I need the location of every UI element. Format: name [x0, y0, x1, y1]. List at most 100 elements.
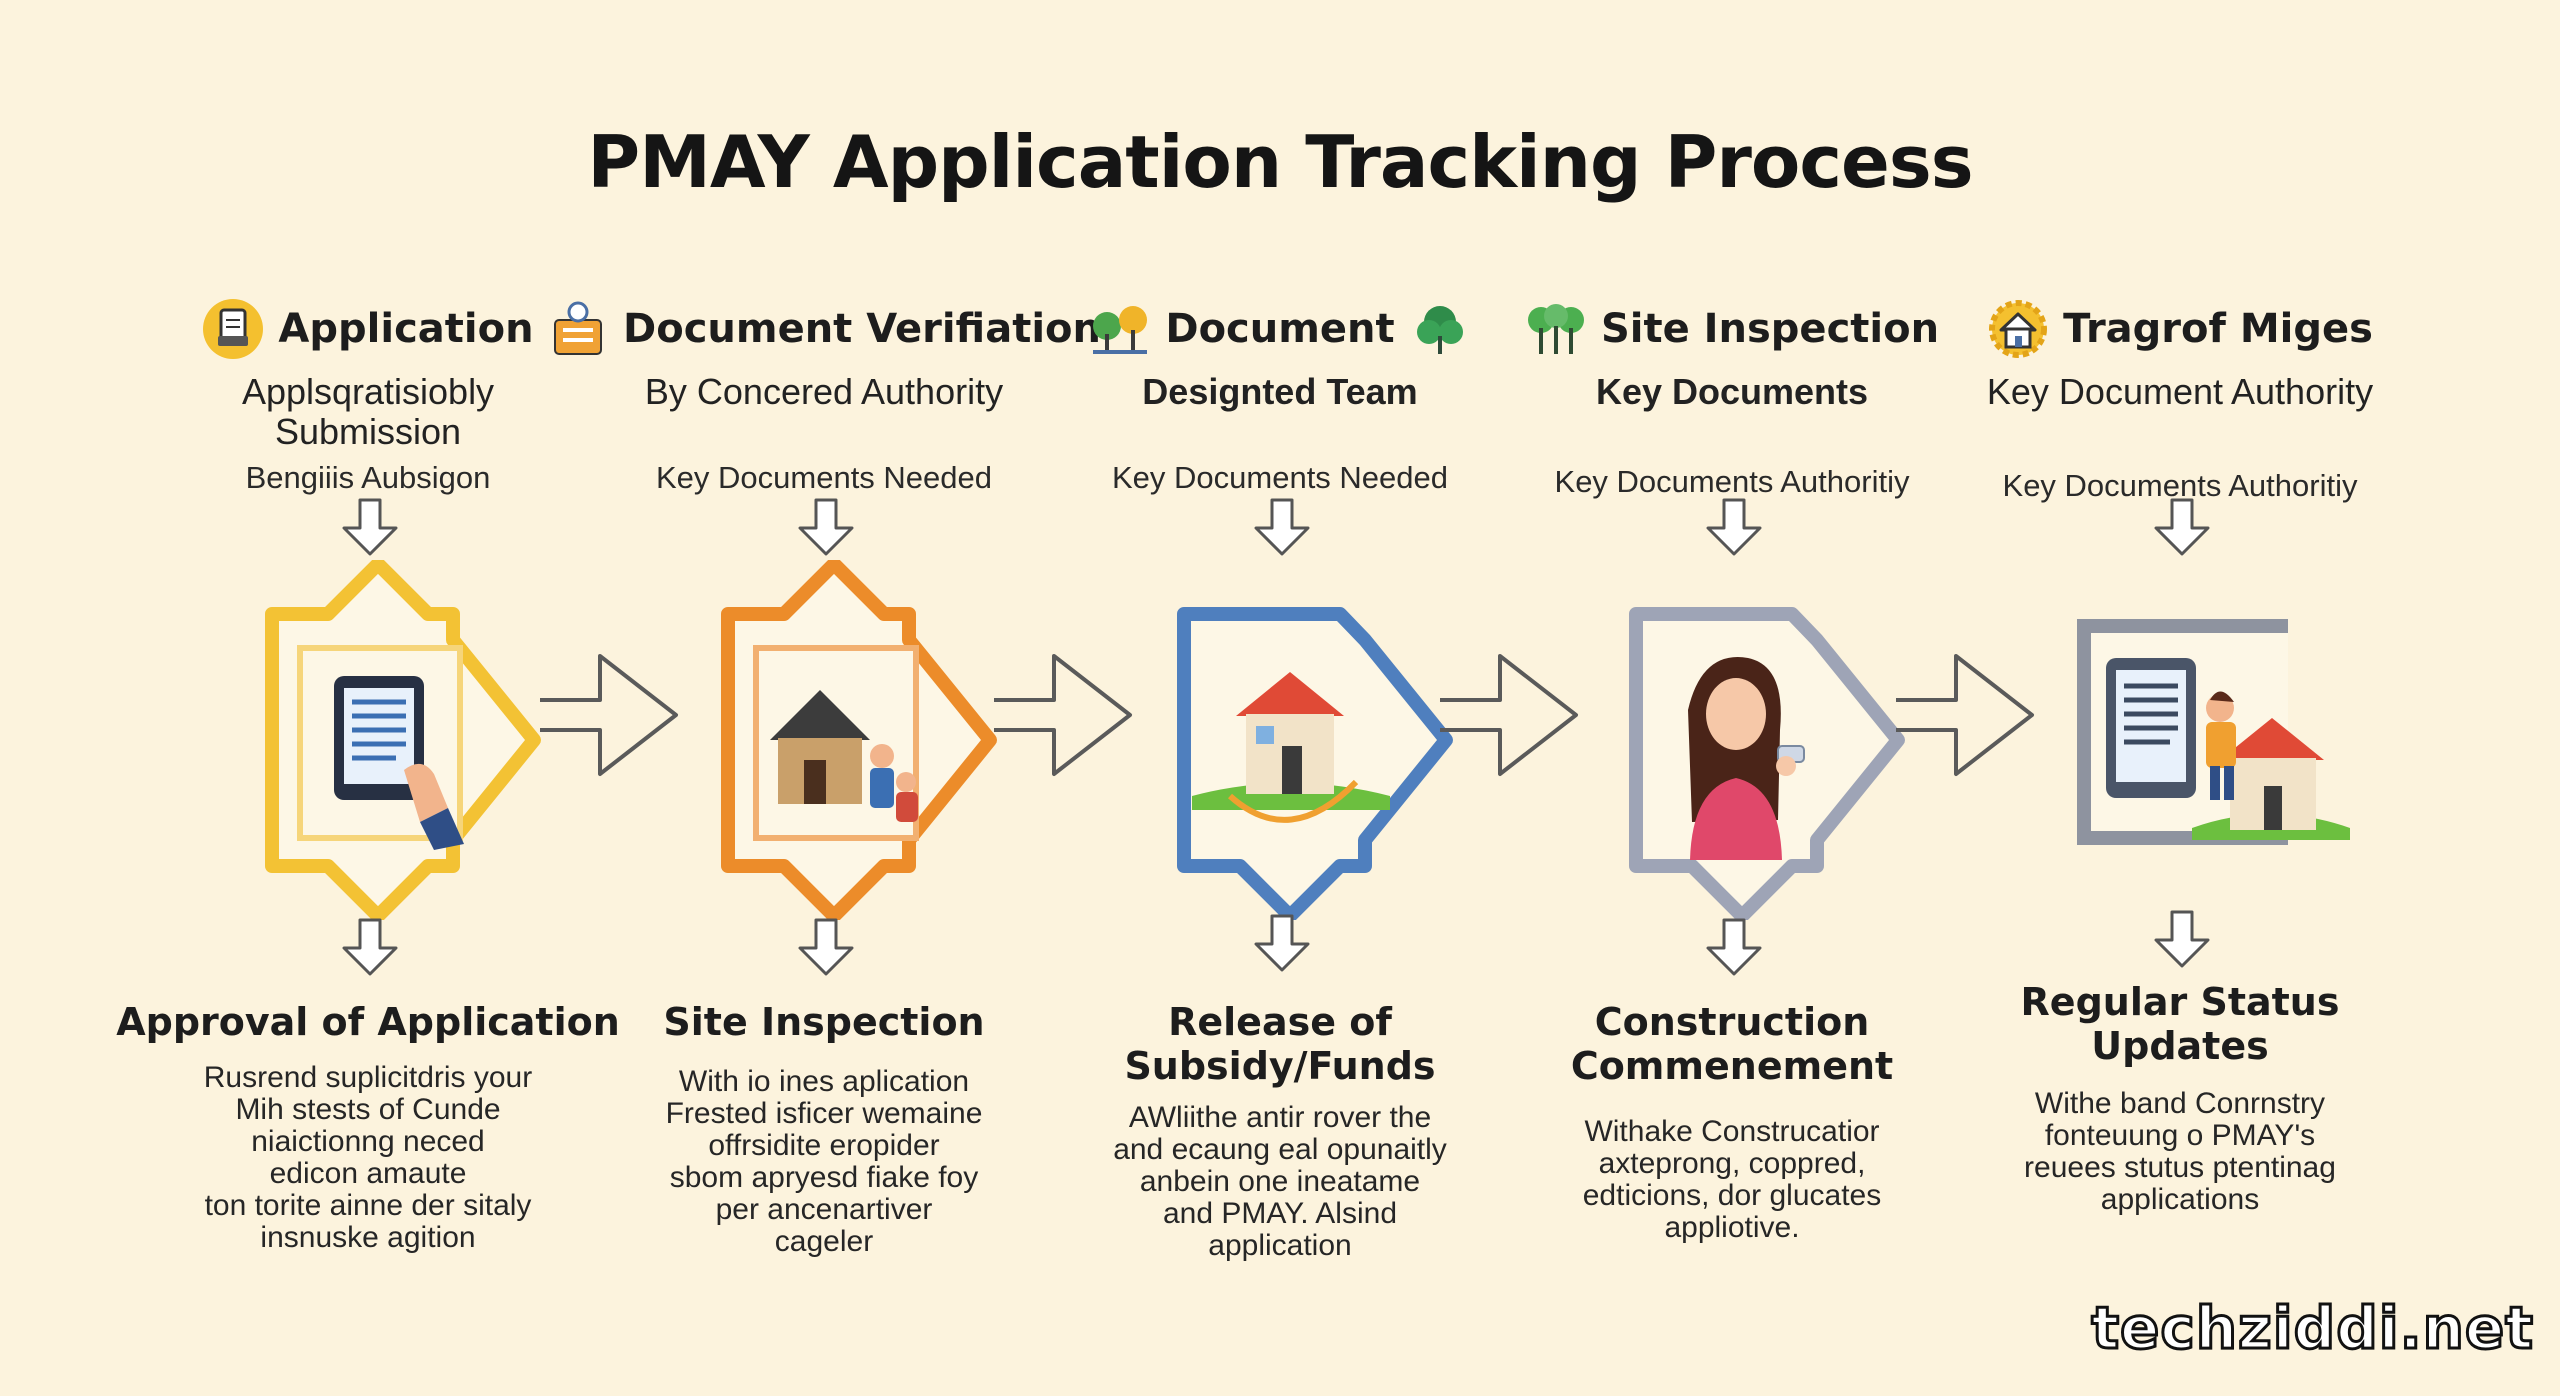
subtitle-line: By Concered Authority	[644, 371, 1004, 412]
right-arrow-icon	[1896, 654, 2034, 776]
step-result-title: Site Inspection	[568, 1000, 1080, 1044]
desc-line: ton torite ainne der sitaly	[204, 1189, 532, 1222]
clipboard-icon	[202, 298, 264, 360]
result-title-line: Approval of Application	[116, 1000, 620, 1044]
step-heading: Document Verifiation	[623, 306, 1101, 352]
down-arrow-icon	[2154, 498, 2210, 556]
desc-line: and PMAY. Alsind	[1162, 1197, 1398, 1230]
desc-line: insnuske agition	[260, 1221, 476, 1254]
desc-line: axteprong, coppred,	[1598, 1147, 1866, 1180]
desc-line: edticions, dor glucates	[1582, 1179, 1882, 1212]
desc-line: fonteuung o PMAY's	[2044, 1119, 2316, 1152]
desc-line: Rusrend suplicitdris your	[203, 1061, 533, 1094]
desc-line: applications	[2100, 1183, 2260, 1216]
desc-line: cageler	[774, 1225, 874, 1258]
desc-line: Withake Construcatior	[1584, 1115, 1880, 1148]
trees-icon	[1089, 298, 1151, 360]
step-heading: Site Inspection	[1600, 306, 1940, 352]
result-title-line: Construction	[1594, 1000, 1870, 1044]
tree-icon	[1409, 298, 1471, 360]
down-arrow-icon	[342, 498, 398, 556]
step-status-updates: Tragrof Miges Key Document Authority Key…	[1924, 0, 2436, 1396]
down-arrow-icon	[798, 498, 854, 556]
desc-line: Withe band Conrnstry	[2034, 1087, 2326, 1120]
subtitle-line: Submission	[274, 411, 462, 452]
desc-line: anbein one ineatame	[1139, 1165, 1421, 1198]
step-site-inspection: Site Inspection Key Documents Key Docume…	[1476, 0, 1988, 1396]
subtitle-line: Key Documents	[1595, 371, 1869, 412]
down-arrow-icon	[342, 918, 398, 976]
step-illustration-frame	[265, 560, 541, 920]
step-header: Application	[112, 298, 624, 360]
tablet-hand-icon	[334, 676, 464, 850]
step-header: Document Verifiation	[554, 298, 1101, 360]
step-heading: Application	[278, 306, 534, 352]
desc-line: reuees stutus ptentinag	[2024, 1151, 2336, 1184]
step-document: Document Designted Team Key Documents Ne…	[1024, 0, 1536, 1396]
down-arrow-icon	[1254, 498, 1310, 556]
step-note: Bengiiis Aubsigon	[245, 460, 491, 495]
house-lawn-icon	[1192, 672, 1390, 823]
step-illustration-frame	[1629, 607, 1905, 920]
desc-line: Mih stests of Cunde	[235, 1093, 501, 1126]
step-illustration-frame	[1177, 607, 1453, 920]
step-heading: Tragrof Miges	[2063, 306, 2373, 352]
result-title-line: Commenement	[1570, 1044, 1894, 1088]
step-note: Key Documents Authoritiy	[2002, 468, 2358, 503]
step-header: Site Inspection	[1476, 298, 1988, 360]
desc-line: appliotive.	[1664, 1211, 1800, 1244]
step-description: Rusrend suplicitdris your Mih stests of …	[112, 1062, 624, 1254]
tree-icon	[1525, 298, 1587, 360]
phone-person-house-icon	[2106, 658, 2350, 840]
watermark: techziddi.net	[2090, 1293, 2535, 1364]
step-subtitle: Key Document Authority	[1924, 372, 2436, 412]
step-note: Key Documents Needed	[1111, 460, 1449, 495]
step-illustration-frame	[2077, 619, 2350, 845]
result-title-line: Release of	[1168, 1000, 1392, 1044]
right-arrow-icon	[994, 654, 1132, 776]
step-header: Document	[1024, 298, 1536, 360]
step-note: Key Documents Needed	[655, 460, 993, 495]
step-description: With io ines aplication Frested isficer …	[568, 1066, 1080, 1258]
step-header: Tragrof Miges	[1924, 298, 2436, 360]
step-document-verification: Document Verifiation By Concered Authori…	[554, 0, 1101, 1396]
desc-line: per ancenartiver	[715, 1193, 933, 1226]
step-note: Key Documents Authoritiy	[1554, 464, 1910, 499]
step-description: Withake Construcatior axteprong, coppred…	[1476, 1116, 1988, 1244]
down-arrow-icon	[2154, 910, 2210, 968]
step-application: Application Applsqratisiobly Submission …	[112, 0, 624, 1396]
step-subtitle: By Concered Authority	[568, 372, 1080, 412]
desc-line: Frested isficer wemaine	[665, 1097, 983, 1130]
step-result-title: Release of Subsidy/Funds	[1024, 1000, 1536, 1088]
down-arrow-icon	[1706, 498, 1762, 556]
subtitle-line: Applsqratisiobly	[241, 371, 495, 412]
desc-line: edicon amaute	[269, 1157, 467, 1190]
subtitle-line: Key Document Authority	[1986, 371, 2374, 412]
right-arrow-icon	[540, 654, 678, 776]
desc-line: AWliithe antir rover the	[1128, 1101, 1432, 1134]
page-title: PMAY Application Tracking Process	[587, 120, 1973, 204]
subtitle-line: Designted Team	[1142, 371, 1418, 412]
desc-line: With io ines aplication	[678, 1065, 970, 1098]
step-result-title: Approval of Application	[112, 1000, 624, 1044]
right-arrow-icon	[1440, 654, 1578, 776]
step-illustration-frame	[721, 560, 997, 920]
step-heading: Document	[1165, 306, 1395, 352]
desc-line: sbom apryesd fiake foy	[669, 1161, 979, 1194]
down-arrow-icon	[798, 918, 854, 976]
result-title-line: Updates	[2091, 1024, 2269, 1068]
down-arrow-icon	[1706, 918, 1762, 976]
step-description: AWliithe antir rover the and ecaung eal …	[1024, 1102, 1536, 1262]
step-subtitle: Key Documents	[1476, 372, 1988, 412]
house-family-icon	[770, 690, 918, 822]
house-gear-icon	[1987, 298, 2049, 360]
desc-line: niaictionng neced	[251, 1125, 485, 1158]
step-description: Withe band Conrnstry fonteuung o PMAY's …	[1924, 1088, 2436, 1216]
down-arrow-icon	[1254, 914, 1310, 972]
step-subtitle: Designted Team	[1024, 372, 1536, 412]
document-badge-icon	[547, 298, 609, 360]
step-result-title: Construction Commenement	[1476, 1000, 1988, 1088]
woman-phone-icon	[1688, 657, 1805, 860]
result-title-line: Subsidy/Funds	[1124, 1044, 1436, 1088]
desc-line: and ecaung eal opunaitly	[1113, 1133, 1447, 1166]
